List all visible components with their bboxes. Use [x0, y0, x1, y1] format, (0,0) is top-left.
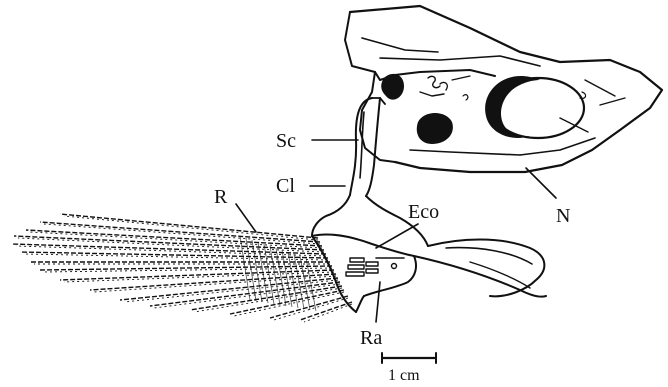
- endochondral-coracoid: [312, 234, 416, 296]
- label-neurocranium: N: [556, 205, 570, 227]
- radials: [346, 258, 378, 276]
- label-fin-rays: R: [214, 186, 228, 208]
- label-cleithrum: Cl: [276, 175, 295, 197]
- ventral-blade: [414, 240, 546, 297]
- label-radials: Ra: [360, 327, 382, 349]
- label-scapula: Sc: [276, 130, 296, 152]
- label-endochondral-coracoid: Eco: [408, 201, 439, 223]
- fin-ray-crosshatch: [240, 236, 250, 300]
- skull-outline: [345, 6, 662, 172]
- fin-ray: [300, 302, 352, 320]
- fin-ray: [40, 266, 332, 270]
- scale-bar-label: 1 cm: [388, 367, 420, 384]
- fin-ray-crosshatch: [282, 250, 292, 307]
- fin-ray-crosshatch: [288, 252, 298, 308]
- scapula: [350, 98, 385, 196]
- fin-ray-crosshatch: [246, 238, 256, 301]
- scale-bar: 1 cm: [382, 353, 436, 384]
- pectoral-fin-rays: [12, 214, 352, 322]
